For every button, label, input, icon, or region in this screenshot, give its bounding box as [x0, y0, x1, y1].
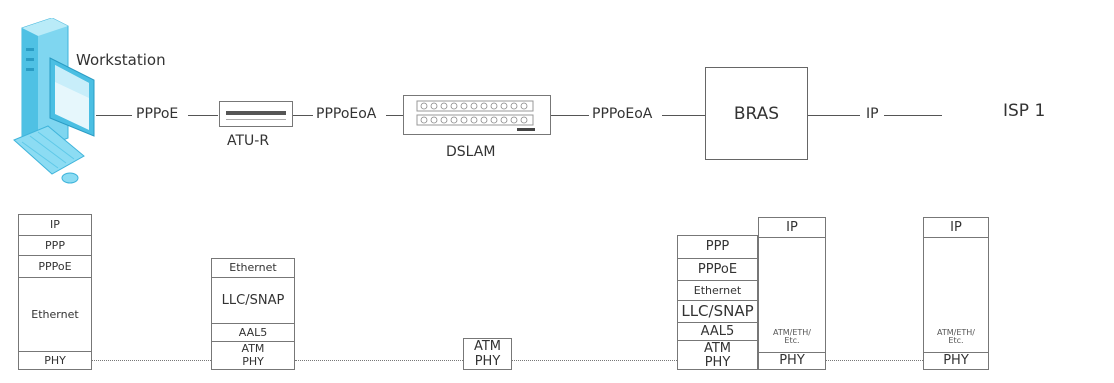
link-label-pppoeoa: PPPoEoA — [316, 106, 377, 122]
stack-layer-phy: PHY — [924, 352, 988, 369]
dslam-label: DSLAM — [446, 144, 496, 160]
stack-layer-aal5: AAL5 — [678, 322, 757, 340]
stack-layer-pppoe: PPPoE — [678, 258, 757, 280]
isp-label: ISP 1 — [1003, 101, 1046, 121]
link-label-pppoeoa: PPPoEoA — [592, 106, 653, 122]
stack-layer-llc-snap: LLC/SNAP — [212, 277, 294, 323]
link-line — [551, 115, 589, 116]
stack-layer-ip: IP — [19, 215, 91, 235]
stack-layer-ppp: PPP — [678, 236, 757, 258]
phy-link-dotted — [295, 360, 463, 361]
stack-layer-ethernet: Ethernet — [212, 259, 294, 277]
stack-layer-atm-eth-etc: ATM/ETH/ Etc. — [924, 322, 988, 352]
link-line — [884, 115, 942, 116]
dslam-rack-icon — [403, 95, 551, 135]
bras-left-protocol-stack: PPP PPPoE Ethernet LLC/SNAP AAL5 ATM PHY — [677, 235, 758, 370]
stack-layer-ethernet: Ethernet — [19, 277, 91, 351]
stack-layer-phy: PHY — [759, 352, 825, 369]
stack-layer-phy: PHY — [678, 355, 757, 369]
link-line — [293, 115, 313, 116]
stack-layer-ip: IP — [924, 218, 988, 238]
stack-layer-phy: PHY — [464, 355, 511, 369]
link-line — [662, 115, 705, 116]
link-line — [386, 115, 403, 116]
link-line — [188, 115, 218, 116]
stack-layer-atm-eth-etc: ATM/ETH/ Etc. — [759, 322, 825, 352]
stack-layer-phy: PHY — [19, 351, 91, 369]
stack-layer-pppoe: PPPoE — [19, 255, 91, 277]
stack-layer-atm: ATM — [678, 340, 757, 356]
link-line — [808, 115, 860, 116]
stack-layer-ethernet: Ethernet — [678, 280, 757, 300]
dslam-protocol-stack: ATM PHY — [463, 338, 512, 370]
stack-layer-phy: PHY — [212, 355, 294, 369]
stack-layer-atm: ATM — [464, 339, 511, 355]
phy-link-dotted — [826, 360, 923, 361]
bras-box: BRAS — [705, 67, 808, 160]
link-line — [96, 115, 132, 116]
link-label-ip: IP — [866, 106, 879, 122]
workstation-protocol-stack: IP PPP PPPoE Ethernet PHY — [18, 214, 92, 370]
isp-protocol-stack: IP ATM/ETH/ Etc. PHY — [923, 217, 989, 370]
stack-layer-llc-snap: LLC/SNAP — [678, 300, 757, 322]
stack-layer-ip: IP — [759, 218, 825, 238]
modem-device-icon — [219, 101, 293, 127]
atur-label: ATU-R — [227, 133, 270, 149]
bras-right-protocol-stack: IP ATM/ETH/ Etc. PHY — [758, 217, 826, 370]
atur-protocol-stack: Ethernet LLC/SNAP AAL5 ATM PHY — [211, 258, 295, 370]
stack-layer-ppp: PPP — [19, 235, 91, 255]
workstation-label: Workstation — [76, 51, 166, 69]
phy-link-dotted — [512, 360, 677, 361]
workstation-computer-icon — [13, 18, 95, 184]
stack-layer-aal5: AAL5 — [212, 323, 294, 341]
phy-link-dotted — [92, 360, 211, 361]
link-label-pppoe: PPPoE — [136, 106, 179, 122]
stack-layer-atm: ATM — [212, 341, 294, 355]
